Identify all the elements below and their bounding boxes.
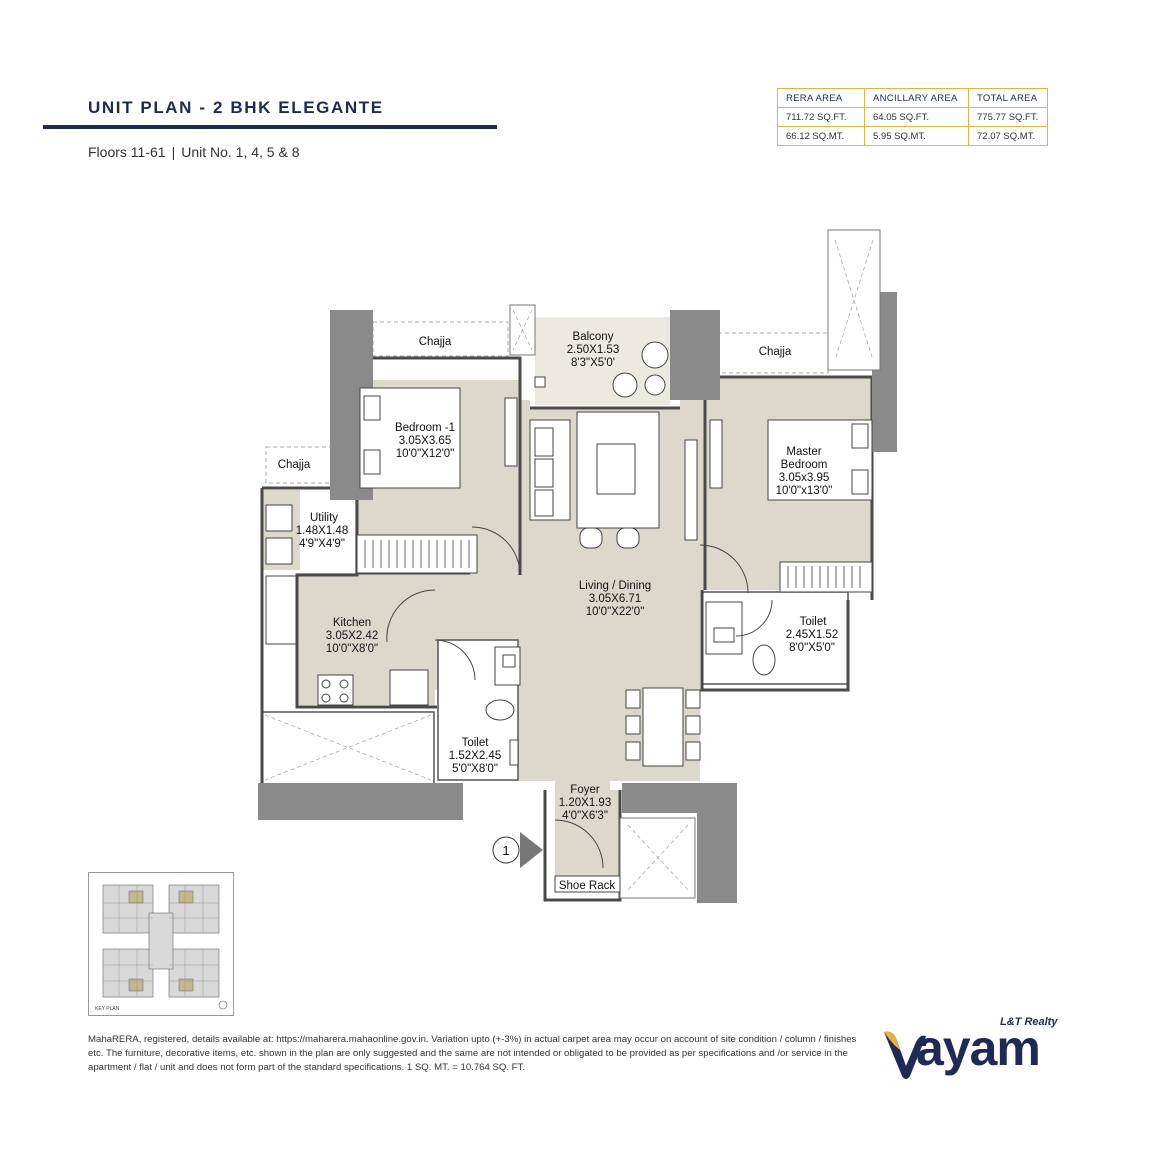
ancillary-area-sqmt: 5.95 SQ.MT. xyxy=(864,126,969,146)
area-table-header: RERA AREA ANCILLARY AREA TOTAL AREA xyxy=(777,88,1048,108)
key-plan-label: KEY PLAN xyxy=(95,1006,120,1012)
vayam-logo: ayam L&T Realty xyxy=(882,1010,1072,1080)
bedroom1-imperial: 10'0"X12'0" xyxy=(396,448,455,460)
units-text: Unit No. 1, 4, 5 & 8 xyxy=(181,144,300,160)
table-row: 66.12 SQ.MT. 5.95 SQ.MT. 72.07 SQ.MT. xyxy=(777,126,1048,146)
living-name: Living / Dining xyxy=(579,580,651,592)
floors-text: Floors 11-61 xyxy=(88,144,166,160)
logo-brand: L&T Realty xyxy=(1000,1016,1058,1028)
foyer-name: Foyer xyxy=(570,784,600,796)
master-toilet-metric: 2.45X1.52 xyxy=(786,629,838,641)
utility-name: Utility xyxy=(310,512,338,524)
logo-v-mark xyxy=(884,1031,926,1079)
kitchen-metric: 3.05X2.42 xyxy=(326,630,378,642)
floor-area xyxy=(297,377,872,877)
kitchen-name: Kitchen xyxy=(333,617,371,629)
master-imperial: 10'0"x13'0" xyxy=(776,485,833,497)
living-imperial: 10'0"X22'0" xyxy=(586,606,645,618)
page-subtitle: Floors 11-61 | Unit No. 1, 4, 5 & 8 xyxy=(88,144,300,160)
kitchen-fixtures xyxy=(265,504,429,706)
entry-marker-circle xyxy=(492,836,520,864)
foyer-metric: 1.20X1.93 xyxy=(559,797,611,809)
balcony-imperial: 8'3"X5'0' xyxy=(571,357,615,369)
wardrobes xyxy=(356,534,873,593)
common-toilet-name: Toilet xyxy=(462,737,490,749)
master-name2: Bedroom xyxy=(781,459,828,471)
logo-wordmark: ayam xyxy=(916,1020,1041,1076)
master-toilet-name: Toilet xyxy=(800,616,828,628)
dining-table xyxy=(625,687,701,767)
balcony-metric: 2.50X1.53 xyxy=(567,344,619,356)
key-plan: KEY PLAN xyxy=(88,872,234,1016)
bed-master xyxy=(767,419,873,501)
kitchen-imperial: 10'0"X8'0" xyxy=(326,643,378,655)
common-toilet-metric: 1.52X2.45 xyxy=(449,750,501,762)
page-title: UNIT PLAN - 2 BHK ELEGANTE xyxy=(88,98,384,117)
balcony-name: Balcony xyxy=(573,331,614,343)
common-toilet-imperial: 5'0"X8'0" xyxy=(452,763,498,775)
wardrobe-stripes xyxy=(364,540,861,588)
area-table: RERA AREA ANCILLARY AREA TOTAL AREA 711.… xyxy=(777,88,1048,146)
shaft-crosses xyxy=(264,239,874,891)
total-area-sqmt: 72.07 SQ.MT. xyxy=(968,126,1048,146)
utility-metric: 1.48X1.48 xyxy=(296,525,348,537)
master-name: Master xyxy=(786,446,821,458)
toilet-fixtures xyxy=(485,601,776,766)
disclaimer-text: MahaRERA, registered, details available … xyxy=(88,1034,857,1073)
chajja-utility-label: Chajja xyxy=(278,459,311,471)
shoe-rack-label: Shoe Rack xyxy=(559,880,616,892)
entry-arrow xyxy=(520,832,543,868)
dry-balcony xyxy=(261,711,435,785)
chajja-right-label: Chajja xyxy=(759,346,792,358)
title-underline xyxy=(43,125,497,129)
living-furniture xyxy=(504,397,723,549)
living-metric: 3.05X6.71 xyxy=(589,593,641,605)
entry-marker-number: 1 xyxy=(502,843,509,858)
shoe-rack xyxy=(554,875,621,893)
master-toilet-imperial: 8'0"X5'0" xyxy=(789,642,835,654)
subtitle-separator: | xyxy=(171,144,176,160)
master-metric: 3.05x3.95 xyxy=(779,472,830,484)
key-plan-drawing xyxy=(102,884,228,1010)
bed-bedroom1 xyxy=(359,387,461,489)
bedroom1-name: Bedroom -1 xyxy=(395,422,455,434)
balcony-chairs xyxy=(534,341,669,398)
door-swings xyxy=(386,526,773,869)
foyer-imperial: 4'0"X6'3" xyxy=(562,810,608,822)
bedroom1-metric: 3.05X3.65 xyxy=(399,435,451,447)
table-row: 711.72 SQ.FT. 64.05 SQ.FT. 775.77 SQ.FT. xyxy=(777,107,1048,127)
chajja-left-label: Chajja xyxy=(419,336,452,348)
utility-imperial: 4'9"X4'9" xyxy=(299,538,345,550)
